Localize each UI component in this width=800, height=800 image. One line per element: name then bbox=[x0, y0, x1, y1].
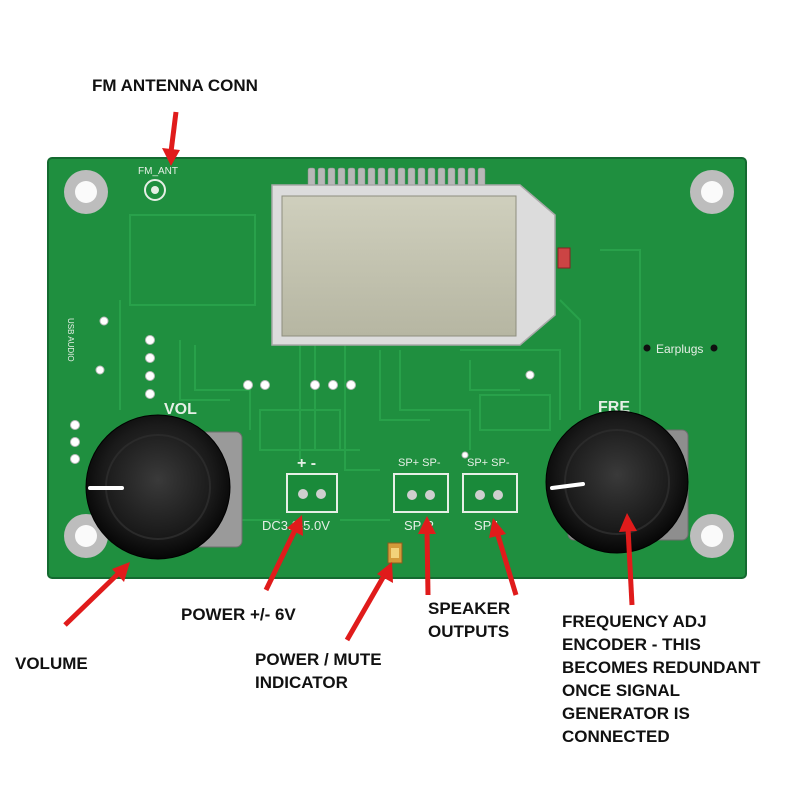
lcd-display bbox=[271, 184, 556, 346]
fm-ant-silk: FM_ANT bbox=[138, 166, 178, 177]
callout-arrows bbox=[63, 111, 637, 642]
callout-volume-line-1: VOLUME bbox=[15, 654, 88, 673]
speaker-l-terminal[interactable] bbox=[462, 473, 518, 513]
earplugs-silk: Earplugs bbox=[656, 342, 703, 356]
callout-power-mute: POWER / MUTE INDICATOR bbox=[255, 648, 382, 694]
speaker-r-terminal[interactable] bbox=[393, 473, 449, 513]
callout-power-mute-line-1: POWER / MUTE bbox=[255, 650, 382, 669]
frequency-knob[interactable] bbox=[545, 410, 689, 554]
callout-frequency-line-3: BECOMES REDUNDANT bbox=[562, 658, 761, 677]
power-pins-silk: + - bbox=[297, 455, 316, 472]
callout-speaker-line-2: OUTPUTS bbox=[428, 622, 510, 641]
sp-r-header-silk: SP+ SP- bbox=[398, 457, 441, 469]
callout-frequency-line-5: GENERATOR IS bbox=[562, 704, 690, 723]
mounting-hole-top-left bbox=[64, 170, 108, 214]
callout-frequency: FREQUENCY ADJ ENCODER - THIS BECOMES RED… bbox=[562, 610, 760, 748]
callout-frequency-line-1: FREQUENCY ADJ bbox=[562, 612, 707, 631]
mounting-hole-top-right bbox=[690, 170, 734, 214]
power-mute-led bbox=[387, 542, 403, 564]
callout-fm-antenna-line-1: FM ANTENNA CONN bbox=[92, 76, 258, 95]
callout-power-line-1: POWER +/- 6V bbox=[181, 605, 296, 624]
lcd-connector-component bbox=[557, 247, 571, 269]
callout-power: POWER +/- 6V bbox=[181, 603, 296, 626]
mounting-hole-bottom-right bbox=[690, 514, 734, 558]
callout-speaker: SPEAKER OUTPUTS bbox=[428, 597, 510, 643]
pcb-traces bbox=[119, 214, 641, 521]
lcd-pins bbox=[307, 167, 486, 189]
callout-frequency-line-6: CONNECTED bbox=[562, 727, 670, 746]
callout-fm-antenna: FM ANTENNA CONN bbox=[92, 74, 258, 97]
fm-antenna-pad bbox=[144, 179, 166, 201]
sp-l-header-silk: SP+ SP- bbox=[467, 457, 510, 469]
usb-audio-silk: USB AUDIO bbox=[66, 318, 75, 362]
earplugs-pads bbox=[643, 344, 718, 352]
via-holes bbox=[70, 316, 535, 464]
callout-volume: VOLUME bbox=[15, 652, 88, 675]
volume-knob[interactable] bbox=[85, 414, 231, 560]
callout-power-mute-line-2: INDICATOR bbox=[255, 673, 348, 692]
vol-silk: VOL bbox=[164, 401, 197, 418]
callout-frequency-line-4: ONCE SIGNAL bbox=[562, 681, 681, 700]
callout-speaker-line-1: SPEAKER bbox=[428, 599, 511, 618]
power-terminal[interactable] bbox=[286, 473, 338, 513]
callout-frequency-line-2: ENCODER - THIS bbox=[562, 635, 701, 654]
